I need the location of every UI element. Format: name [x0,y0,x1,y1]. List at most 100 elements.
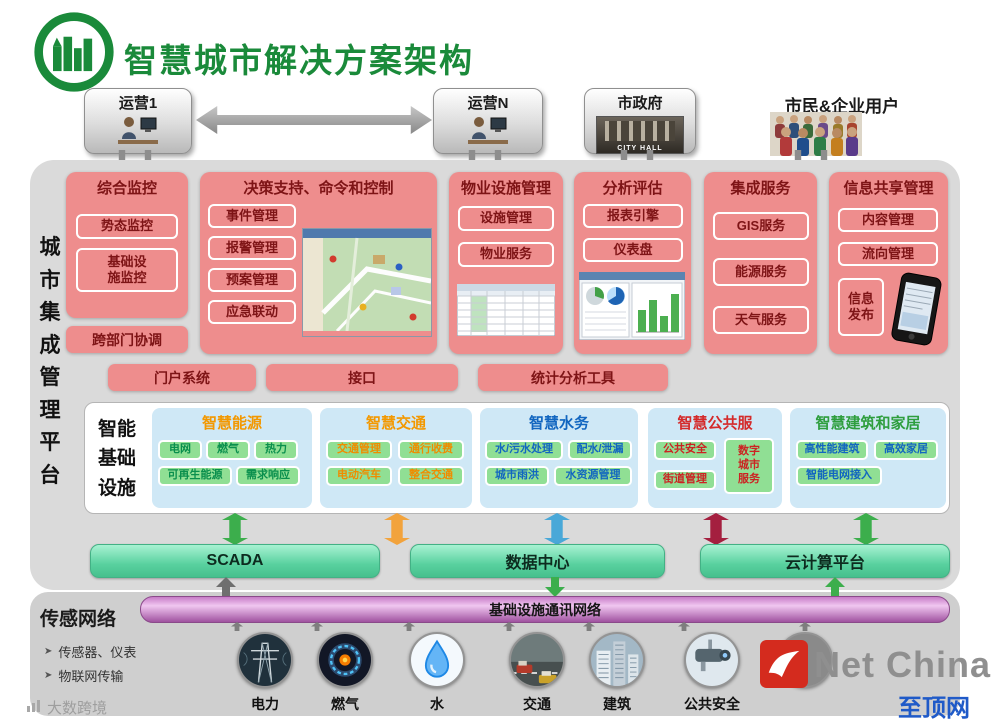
traffic-item: 整合交通 [398,466,464,486]
gis-map-screenshot [302,228,432,337]
sensor-network-label: 传感网络 [40,609,117,630]
node-link-arrow [503,622,515,631]
city-hall-columns [605,121,675,141]
water-item: 配水/泄漏 [568,440,632,460]
node-link-arrow [799,622,811,631]
city-hall-photo: CITY HALL [596,116,684,154]
city-hall-caption: CITY HALL [617,145,663,152]
node-label: 燃气 [331,696,359,712]
integration-item: 天气服务 [713,306,809,334]
actor-government-label: 市政府 [617,95,663,112]
page-title: 智慧城市解决方案架构 [124,42,474,79]
actor-government: 市政府 CITY HALL [584,88,696,154]
cloud-bar: 云计算平台 [700,544,950,578]
public-item: 街道管理 [654,470,716,490]
stats-tools-bar: 统计分析工具 [478,364,668,391]
watermark-brand-sub: 至顶网 [898,695,970,720]
info-share-item: 信息 发布 [838,278,884,336]
energy-item: 热力 [254,440,298,460]
energy-item: 需求响应 [236,466,300,486]
column-title: 智慧水务 [528,415,589,432]
public-item: 公共安全 [654,440,716,460]
node-label: 电力 [251,696,279,712]
column-title: 智慧公共服 [677,415,753,432]
building-item: 高效家居 [874,440,938,460]
infrastructure-label: 智能基础设施 [97,419,136,499]
bullet-arrow-icon: ➤ [44,670,53,681]
node-link-arrow [311,622,323,631]
building-node-icon [589,632,645,688]
citizens-crowd-photo [770,112,862,161]
decision-item: 应急联动 [208,300,296,324]
traffic-item: 通行收费 [398,440,464,460]
water-item: 水/污水处理 [485,440,563,460]
sensor-bullet: ➤ 物联网传输 [44,666,123,685]
node-link-arrow [583,622,595,631]
gas-node-icon [317,632,373,688]
energy-item: 电网 [158,440,202,460]
actor-ops1-label: 运营1 [118,95,158,112]
node-label: 公共安全 [684,696,740,712]
actor-opsN: 运营N [433,88,543,154]
column-title: 智慧能源 [201,415,262,432]
netchina-logo-icon [760,640,808,693]
property-item: 设施管理 [458,206,554,231]
mobile-phone-image [888,271,944,353]
watermark-brand: Net China [814,644,991,685]
traffic-node-icon [509,632,565,688]
datacenter-bar: 数据中心 [410,544,665,578]
analysis-item: 仪表盘 [583,238,683,262]
backbone-network-bar: 基础设施通讯网络 [140,596,950,623]
water-item: 水资源管理 [554,466,632,486]
node-label: 交通 [523,696,551,712]
building-item: 高性能建筑 [796,440,868,460]
platform-side-label: 城市集成管理平台 [39,236,61,487]
analysis-item: 报表引擎 [583,204,683,228]
operator-desk-icon [85,113,191,154]
cross-dept-bar: 跨部门协调 [66,326,188,353]
block-title: 综合监控 [96,180,157,197]
info-share-item: 流向管理 [838,242,938,266]
city-skyline-logo-icon [28,10,120,94]
building-item: 智能电网接入 [796,466,882,486]
energy-item: 燃气 [206,440,250,460]
node-label: 水 [430,696,444,712]
monitoring-item: 基础设 施监控 [76,248,178,292]
node-link-arrow [403,622,415,631]
portal-bar: 门户系统 [108,364,256,391]
column-title: 智慧交通 [365,415,426,432]
water-node-icon [409,632,465,688]
integration-item: GIS服务 [713,212,809,240]
power-node-icon [237,632,293,688]
decision-item: 报警管理 [208,236,296,260]
operator-desk-icon [434,113,542,154]
watermark-left-icon [26,699,42,717]
block-monitoring: 综合监控 [66,172,188,318]
block-title: 分析评估 [602,180,663,197]
block-title: 信息共享管理 [843,180,934,197]
actor-citizens-label: 市民&企业用户 [784,97,900,116]
block-title: 决策支持、命令和控制 [243,180,394,197]
bullet-text: 物联网传输 [58,669,124,684]
security-node-icon [684,632,740,688]
sensor-bullet: ➤ 传感器、仪表 [44,642,136,661]
traffic-item: 交通管理 [326,440,392,460]
ops-sync-arrow [196,106,432,134]
interface-bar: 接口 [266,364,458,391]
public-item: 数字 城市 服务 [724,438,774,494]
property-item: 物业服务 [458,242,554,267]
property-system-screenshot [456,283,556,341]
block-title: 物业设施管理 [460,180,551,197]
energy-item: 可再生能源 [158,466,232,486]
scada-bar: SCADA [90,544,380,578]
info-share-item: 内容管理 [838,208,938,232]
block-title: 集成服务 [730,180,791,197]
node-link-arrow [231,622,243,631]
bullet-arrow-icon: ➤ [44,646,53,657]
monitoring-item: 势态监控 [76,214,178,239]
integration-item: 能源服务 [713,258,809,286]
bullet-text: 传感器、仪表 [58,645,137,660]
watermark-left: 大数跨境 [26,697,107,718]
actor-opsN-label: 运营N [467,95,509,112]
column-title: 智慧建筑和家居 [815,415,921,432]
